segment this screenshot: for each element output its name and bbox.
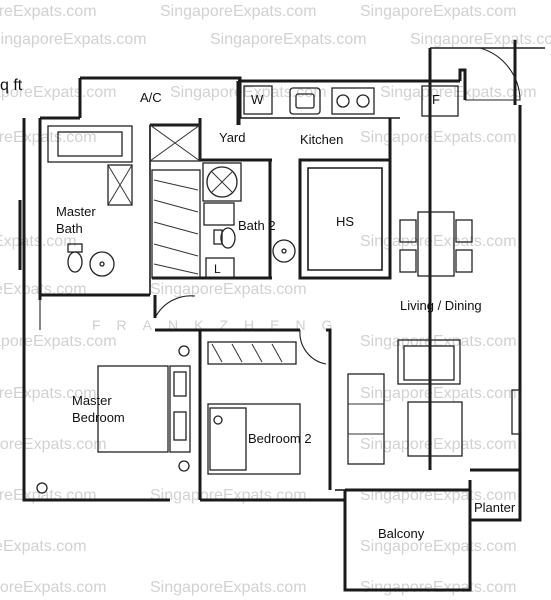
dining-table [417, 211, 455, 277]
dining-chair [455, 249, 473, 273]
bedroom2-bed [207, 403, 301, 475]
watermark-text: SingaporeExpats.com [360, 233, 517, 250]
label-washer: W [251, 92, 264, 107]
watermark-text: SingaporeExpats.com [150, 281, 307, 298]
watermark-text: SingaporeExpats.com [360, 436, 517, 453]
water-heater [202, 162, 242, 202]
dining-chair [399, 249, 417, 273]
doors [39, 47, 521, 365]
linen-closet [205, 257, 235, 279]
label-linen: L [214, 262, 221, 276]
label-fridge: F [432, 92, 440, 107]
watermark-text: SingaporeExpats.com [360, 333, 517, 350]
basin-icon [272, 239, 296, 263]
wardrobe-hatch [153, 179, 199, 275]
watermark-text: SingaporeExpats.com [410, 31, 551, 48]
label-living-dining: Living / Dining [400, 298, 482, 313]
shower-box [107, 164, 133, 206]
watermark-text: SingaporeExpats.com [0, 436, 107, 453]
room-labels: A/C W F Yard Kitchen Master Bath Bath 2 … [56, 90, 516, 541]
watermark-text: SingaporeExpats.com [0, 84, 117, 101]
fridge-box [421, 85, 459, 117]
bedside-table [169, 365, 191, 453]
label-planter: Planter [474, 500, 516, 515]
watermark-text: SingaporeExpats.com [0, 538, 87, 555]
fixtures [36, 85, 521, 494]
area-unit-fragment: q ft [0, 77, 23, 94]
label-ac: A/C [140, 90, 162, 105]
label-household-shelter: HS [336, 214, 354, 229]
tv-console [511, 389, 521, 435]
label-master-bath-1: Master [56, 204, 96, 219]
label-kitchen: Kitchen [300, 132, 343, 147]
label-master-bath-2: Bath [56, 221, 83, 236]
ac-ledge-hatch [149, 124, 201, 162]
master-bed [97, 365, 169, 453]
watermark-text: SingaporeExpats.com [0, 31, 147, 48]
watermark-text: SingaporeExpats.com [360, 385, 517, 402]
label-balcony: Balcony [378, 526, 425, 541]
label-yard: Yard [219, 130, 246, 145]
main-door-swing [465, 47, 521, 101]
dining-chair [399, 219, 417, 243]
watermark-text: SingaporeExpats.com [150, 579, 307, 596]
vanity-basin [57, 131, 123, 157]
toilet-icon [67, 251, 83, 273]
dining-chair [455, 219, 473, 243]
toilet-icon [220, 227, 236, 249]
label-bath2: Bath 2 [238, 218, 276, 233]
armchair [347, 373, 385, 465]
watermark-text: SingaporeExpats.com [0, 3, 97, 20]
column-marker [36, 482, 48, 494]
basin-icon [89, 251, 115, 277]
watermark-text: SingaporeExpats.com [0, 333, 117, 350]
label-master-bedroom-1: Master [72, 393, 112, 408]
watermark-text: SingaporeExpats.com [360, 538, 517, 555]
coffee-table [407, 401, 463, 457]
master-wardrobe [151, 169, 201, 279]
watermark-text: SingaporeExpats.com [360, 129, 517, 146]
watermark-text: SingaporeExpats.com [0, 579, 107, 596]
label-bedroom2: Bedroom 2 [248, 431, 312, 446]
watermark-text: SingaporeExpats.com [210, 31, 367, 48]
bedroom2-door-swing [299, 329, 327, 365]
kitchen-sink [289, 87, 321, 115]
vanity-counter [47, 125, 133, 163]
master-bed-door-swing [154, 295, 196, 319]
watermark-text: SingaporeExpats.com [160, 3, 317, 20]
watermark-text: SingaporeExpats.com [170, 84, 327, 101]
watermark-text: SingaporeExpats.com [360, 3, 517, 20]
sofa [397, 339, 461, 385]
walls [18, 40, 545, 592]
watermark-text: SingaporeExpats.com [360, 579, 517, 596]
cooker-hob [331, 87, 375, 115]
label-master-bedroom-2: Bedroom [72, 410, 125, 425]
bedroom2-wardrobe [207, 341, 297, 365]
washer-box [243, 85, 273, 115]
